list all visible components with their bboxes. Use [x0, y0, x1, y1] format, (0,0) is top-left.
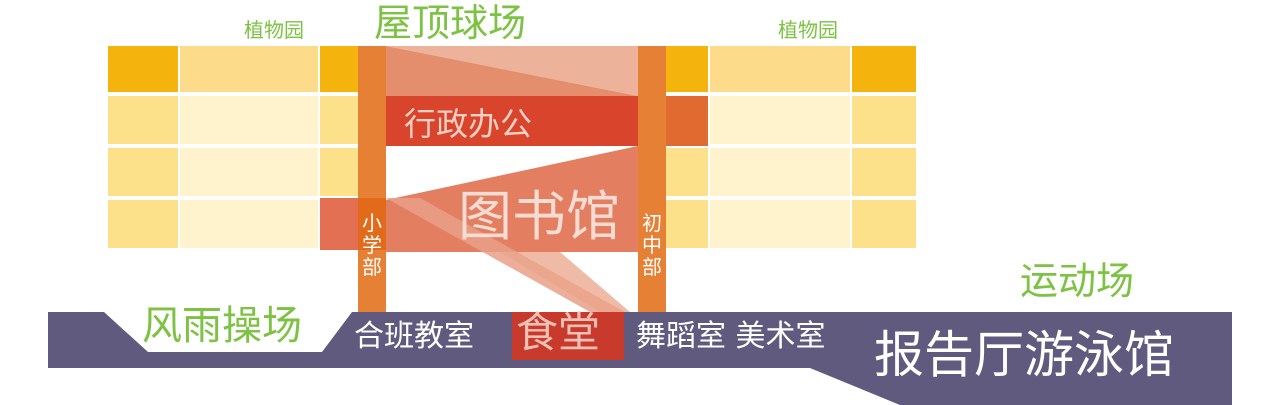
left-building-block [108, 46, 358, 248]
combined-classroom-label: 合班教室 [354, 319, 474, 354]
admin-office-block [386, 96, 638, 146]
middle-school-label: 初中部 [642, 211, 662, 279]
library-label: 图书馆 [458, 185, 620, 248]
primary-school-core [358, 46, 386, 312]
primary-school-label: 小学部 [362, 211, 382, 279]
auditorium-pool-label: 报告厅游泳馆 [874, 326, 1174, 384]
rooftop-diagonal [386, 46, 638, 96]
admin-office-label: 行政办公 [404, 105, 533, 143]
canteen-label: 食堂 [516, 308, 601, 357]
rain-playground-label: 风雨操场 [142, 303, 302, 349]
dance-art-rooms-label: 舞蹈室 美术室 [636, 319, 826, 354]
canteen-connector-b [500, 252, 630, 312]
ground-slab [48, 312, 1232, 405]
middle-school-core [638, 46, 666, 312]
garden-left-label: 植物园 [244, 18, 304, 42]
right-building-block [666, 46, 916, 248]
canteen-block [512, 312, 624, 360]
rooftop-court-label: 屋顶球场 [374, 1, 527, 45]
garden-right-label: 植物园 [778, 18, 838, 42]
admin-office-extension [666, 96, 708, 146]
sports-field-label: 运动场 [1020, 259, 1135, 303]
